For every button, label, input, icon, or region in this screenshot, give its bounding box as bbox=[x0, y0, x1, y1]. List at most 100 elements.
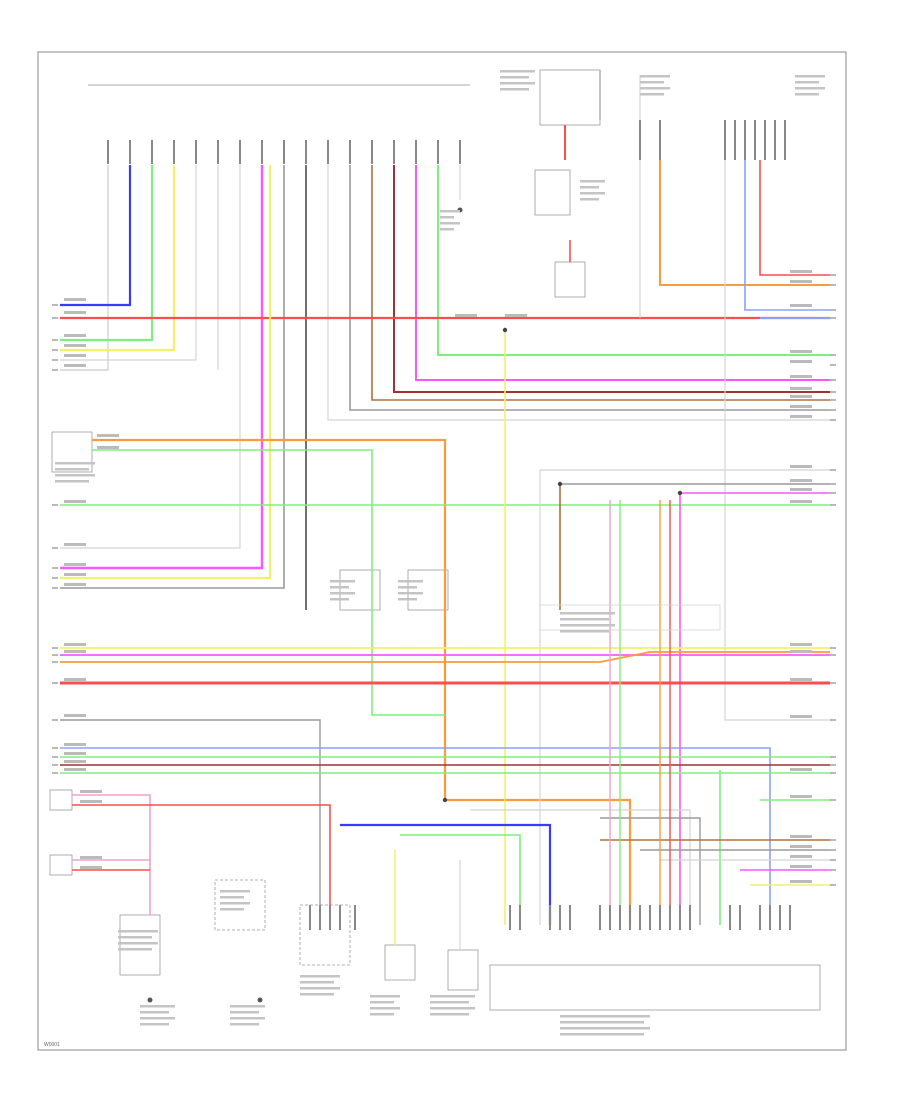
component-caption-mark bbox=[560, 1033, 644, 1036]
wire-white-5 bbox=[327, 165, 830, 421]
wire-blue-1 bbox=[60, 165, 132, 307]
wire-gray-720 bbox=[60, 719, 321, 925]
wire-network bbox=[60, 70, 830, 950]
component-caption-mark bbox=[230, 1017, 265, 1020]
wire-code-label-mark bbox=[455, 314, 477, 317]
component-caption-mark bbox=[580, 180, 605, 183]
component-caption-mark bbox=[560, 1027, 650, 1030]
component-caption-mark bbox=[640, 93, 664, 96]
wire-code-label-mark bbox=[790, 500, 812, 503]
wire-code-label-mark bbox=[790, 465, 812, 468]
component-boxes bbox=[49, 69, 821, 1011]
component-caption-mark bbox=[300, 975, 340, 978]
wire-code-label-mark bbox=[64, 334, 86, 337]
relay-switch-box bbox=[534, 169, 571, 216]
component-caption-mark bbox=[580, 192, 605, 195]
component-caption-mark bbox=[220, 896, 244, 899]
wire-code-label-mark bbox=[790, 835, 812, 838]
component-caption-mark bbox=[330, 586, 349, 589]
splice-dot bbox=[502, 327, 508, 333]
wire-code-label-mark bbox=[64, 650, 86, 653]
component-caption-mark bbox=[560, 618, 609, 621]
component-caption-mark bbox=[640, 81, 664, 84]
dashed-component-outline bbox=[540, 604, 721, 631]
component-caption-mark bbox=[230, 1005, 265, 1008]
component-caption-mark bbox=[140, 1005, 175, 1008]
wire-code-label-mark bbox=[790, 387, 812, 390]
wire-code-label-mark bbox=[790, 650, 812, 653]
wire-orange-662 bbox=[60, 651, 830, 663]
component-caption-mark bbox=[500, 82, 535, 85]
stop-lamp-switch-box bbox=[384, 944, 416, 981]
wire-code-label-mark bbox=[790, 865, 812, 868]
wire-code-label-mark bbox=[790, 880, 812, 883]
component-caption-mark bbox=[55, 474, 95, 477]
wire-white-lower-1 bbox=[470, 809, 691, 925]
wire-yellow-1 bbox=[60, 165, 176, 352]
component-caption-mark bbox=[300, 993, 334, 996]
wire-code-label-mark bbox=[97, 434, 119, 437]
wire-code-label-mark bbox=[790, 768, 812, 771]
wire-lightblue-rightharness bbox=[744, 160, 830, 311]
component-caption-mark bbox=[140, 1017, 175, 1020]
component-caption-mark bbox=[55, 468, 89, 471]
overdrive-switch-box bbox=[299, 904, 351, 966]
component-caption-mark bbox=[220, 902, 250, 905]
wire-code-label-mark bbox=[790, 488, 812, 491]
ground-icon bbox=[147, 997, 153, 1003]
wire-white-2 bbox=[60, 165, 197, 361]
component-caption-mark bbox=[220, 890, 250, 893]
component-caption-mark bbox=[440, 216, 454, 219]
wire-code-label-mark bbox=[64, 583, 86, 586]
wire-gray-2 bbox=[349, 165, 830, 411]
component-caption-mark bbox=[230, 1011, 259, 1014]
component-caption-mark bbox=[640, 75, 670, 78]
wire-code-label-mark bbox=[790, 415, 812, 418]
component-caption-mark bbox=[440, 228, 454, 231]
wire-code-label-mark bbox=[790, 643, 812, 646]
wire-red-rightharness bbox=[759, 160, 830, 276]
component-caption-mark bbox=[398, 586, 417, 589]
wire-code-label-mark bbox=[790, 405, 812, 408]
component-caption-mark bbox=[580, 186, 599, 189]
component-caption-mark bbox=[560, 1021, 644, 1024]
wire-violet-1 bbox=[60, 165, 264, 570]
footer-code: W0001 bbox=[44, 1042, 60, 1048]
fuel-pump-relay-box bbox=[539, 69, 601, 126]
wire-code-label-mark bbox=[790, 280, 812, 283]
wire-code-label-mark bbox=[790, 845, 812, 848]
wire-code-label-mark bbox=[790, 678, 812, 681]
wire-code-label-mark bbox=[790, 270, 812, 273]
wire-code-label-mark bbox=[64, 500, 86, 503]
component-caption-mark bbox=[640, 87, 670, 90]
component-caption-mark bbox=[370, 1007, 400, 1010]
throttle-position-sensor-box bbox=[51, 431, 93, 473]
wire-darkred-1 bbox=[393, 165, 830, 393]
component-caption-mark bbox=[430, 1007, 475, 1010]
wire-orange-right bbox=[659, 120, 830, 286]
wire-code-label-mark bbox=[790, 395, 812, 398]
ground-icon bbox=[257, 997, 263, 1003]
wire-green-lower bbox=[400, 834, 521, 925]
relay-coil-box bbox=[554, 261, 586, 298]
wire-code-label-mark bbox=[64, 354, 86, 357]
wire-code-label-mark bbox=[790, 375, 812, 378]
wire-code-label-mark bbox=[790, 855, 812, 858]
wire-brown-1 bbox=[371, 165, 830, 401]
transmission-control-module-box bbox=[489, 964, 821, 1011]
component-caption-mark bbox=[330, 592, 355, 595]
wire-code-label-mark bbox=[64, 543, 86, 546]
wire-code-label-mark bbox=[64, 643, 86, 646]
wire-code-label-mark bbox=[64, 743, 86, 746]
component-caption-mark bbox=[430, 995, 475, 998]
wire-white-rightharness bbox=[724, 160, 830, 721]
wire-code-label-mark bbox=[80, 856, 102, 859]
wire-pink-o2-1 bbox=[72, 794, 151, 915]
wire-code-label-mark bbox=[97, 446, 119, 449]
wire-white-4 bbox=[60, 165, 241, 549]
wire-code-label-mark bbox=[64, 714, 86, 717]
wire-code-label-mark bbox=[64, 678, 86, 681]
component-caption-mark bbox=[300, 981, 334, 984]
component-caption-mark bbox=[398, 592, 423, 595]
